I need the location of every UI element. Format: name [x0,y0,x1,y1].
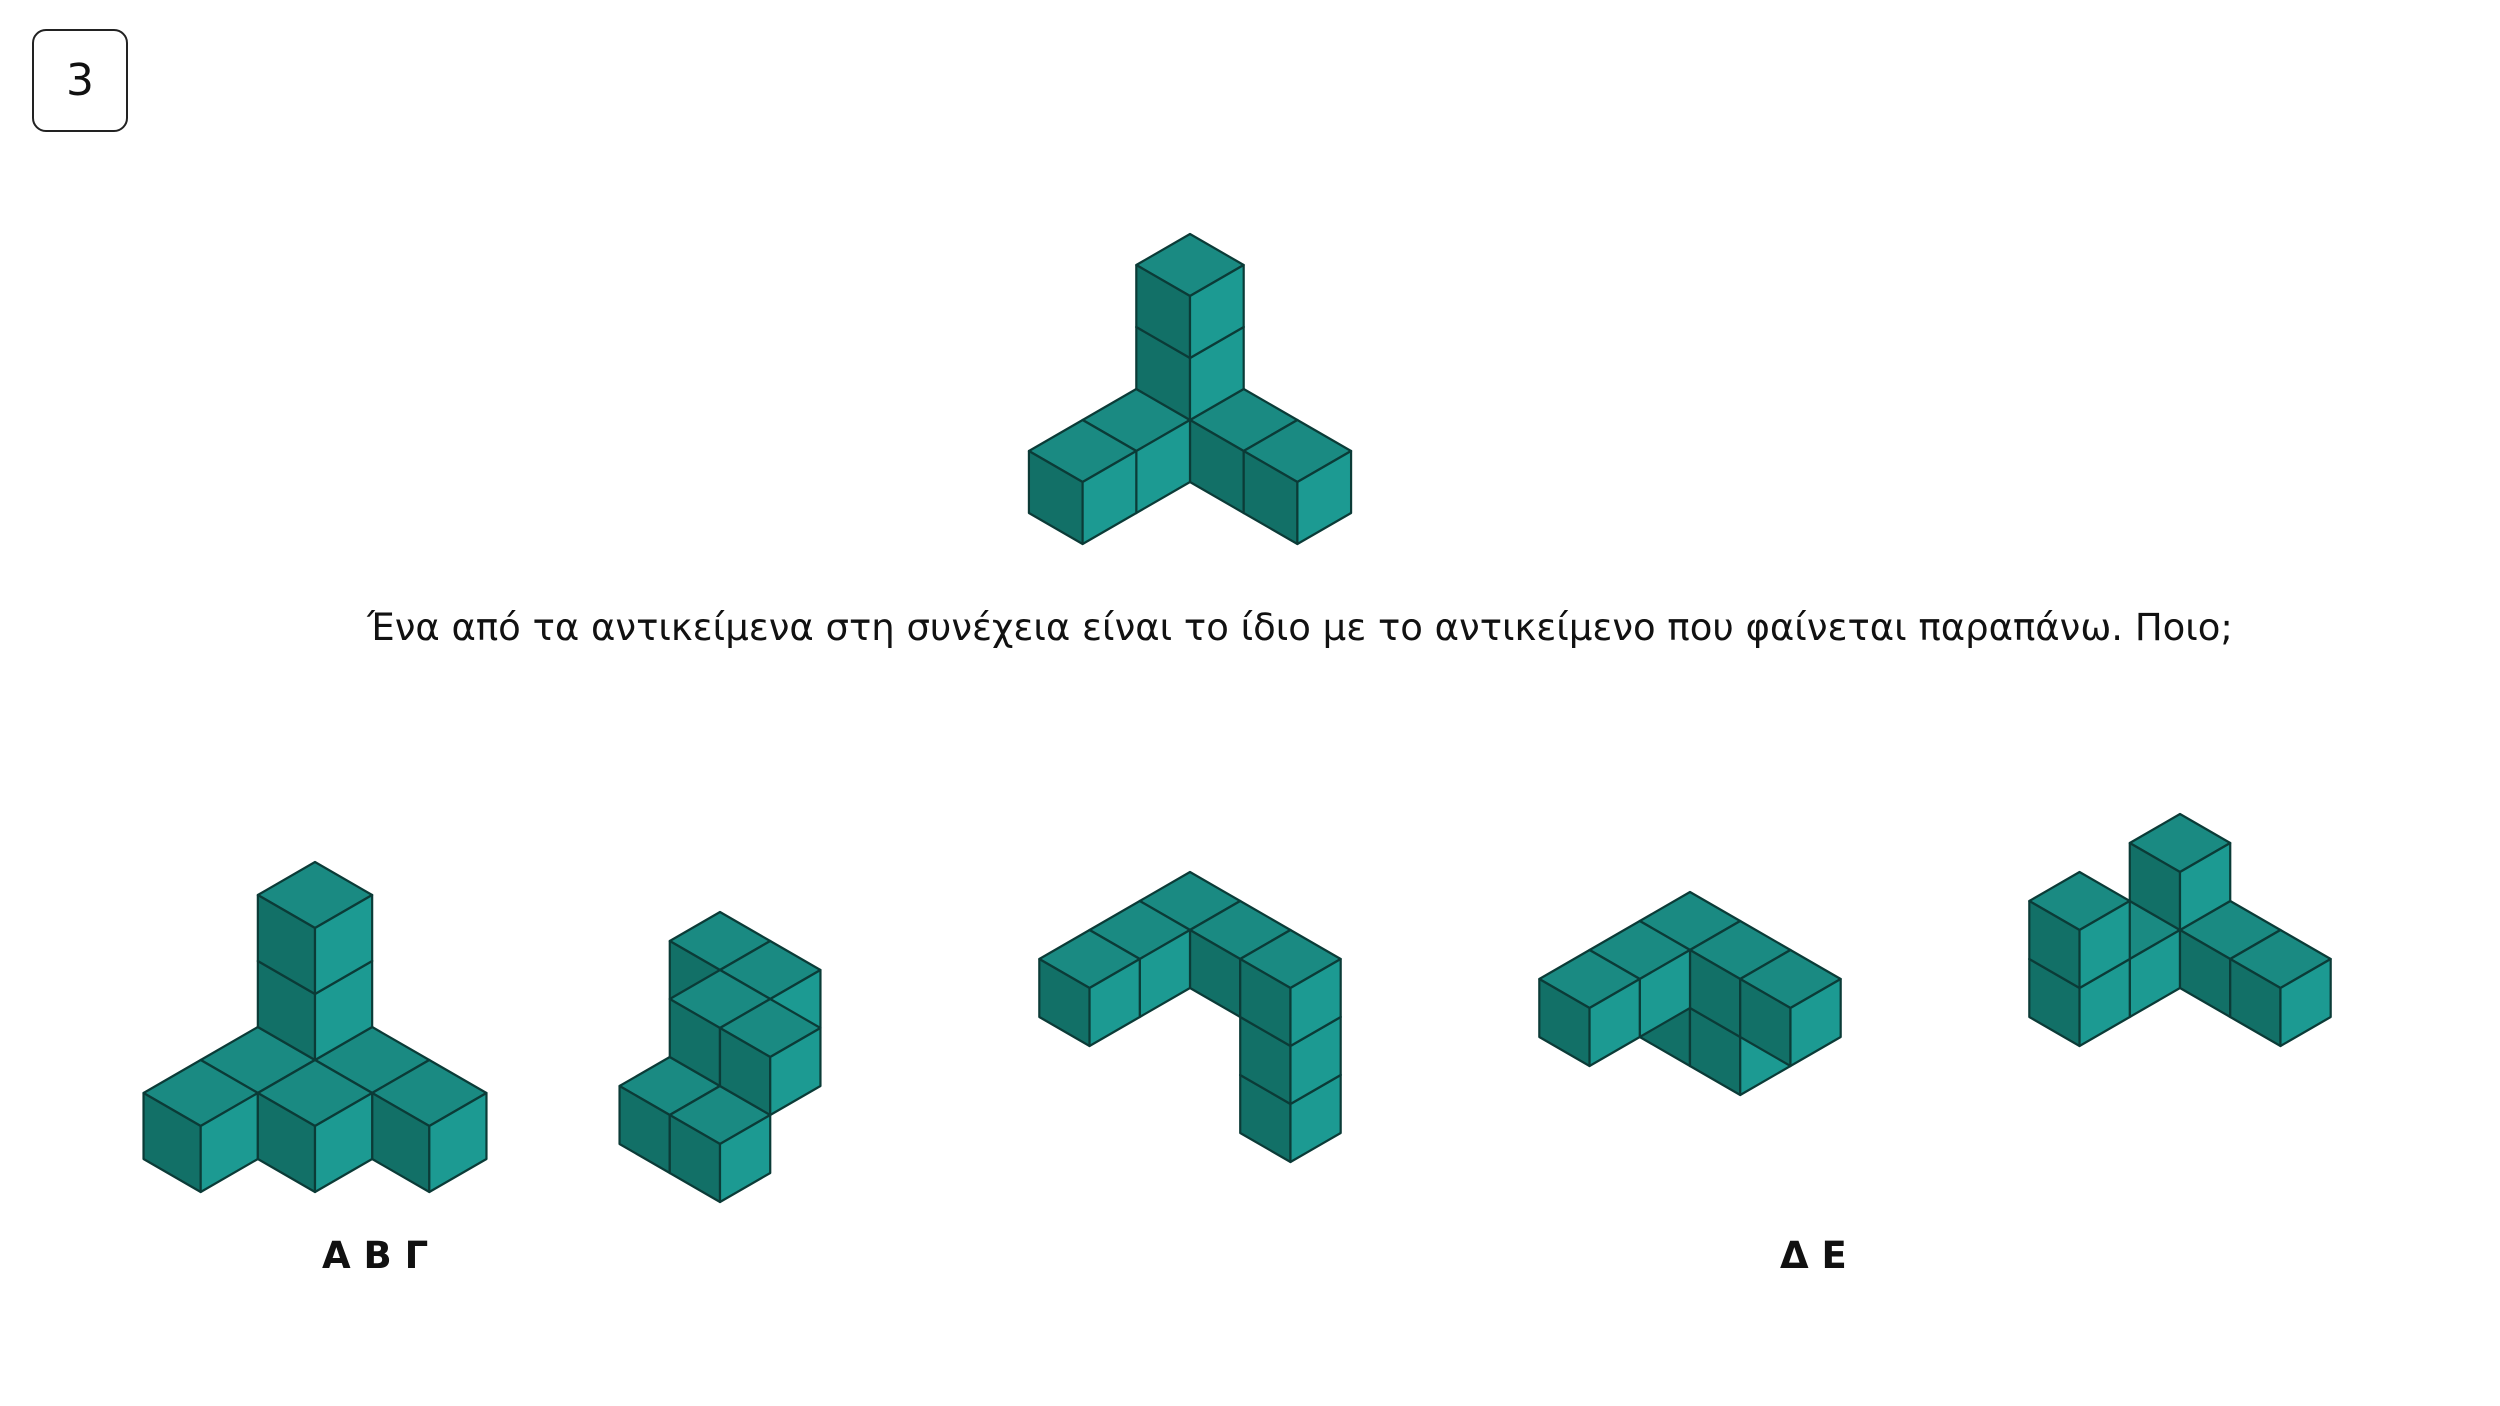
cube-right-face [313,893,374,996]
cube-right-face [2178,841,2232,932]
reference-object [1027,232,1353,546]
cube-right-face [2279,957,2332,1048]
cube-right-face [718,1113,772,1204]
question-prompt: Ένα από τα αντικείμενα στη συνέχεια είνα… [367,606,2233,649]
cube-right-face [1088,957,1141,1048]
cube-right-face [1588,977,1641,1068]
cube-right-face [1296,449,1353,546]
option-5-object[interactable] [2000,740,2360,1130]
option-2-object[interactable] [590,810,890,1204]
cube-right-face [769,1026,822,1117]
cube-right-face [1188,263,1245,360]
option-3-object[interactable] [1000,780,1360,1164]
option-1-object[interactable] [95,810,535,1194]
cube-right-face [313,1091,374,1194]
cube-right-face [1081,449,1138,546]
option-4-object[interactable] [1520,760,1880,1100]
cube-right-face [2078,899,2131,990]
question-number-box: 3 [32,29,128,132]
question-number: 3 [66,55,94,106]
answer-labels-left: Α Β Γ [322,1234,429,1277]
answer-labels-right: Δ Ε [1780,1234,1847,1277]
cube-right-face [428,1091,488,1194]
cube-right-face [1789,977,1842,1068]
cube-right-face [1289,957,1342,1048]
